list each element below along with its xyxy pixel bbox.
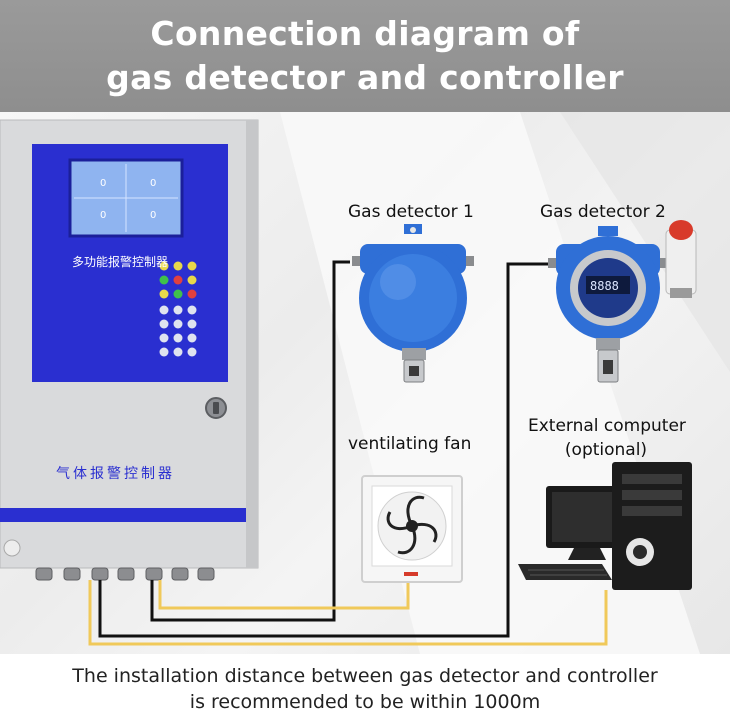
controller-panel-label: 气体报警控制器 xyxy=(56,466,175,482)
wire-to-fan xyxy=(158,580,410,610)
gas-detector-2: 8888 xyxy=(548,220,697,383)
external-computer xyxy=(518,462,692,590)
detector-1-label: Gas detector 1 xyxy=(348,202,474,222)
svg-text:0: 0 xyxy=(150,210,156,221)
fan-label: ventilating fan xyxy=(348,434,472,454)
title-line-2: gas detector and controller xyxy=(106,58,624,97)
svg-text:0: 0 xyxy=(100,210,106,221)
computer-label-line-2: (optional) xyxy=(564,440,648,460)
controller-screen-label: 多功能报警控制器 xyxy=(72,255,169,269)
wire-to-detector-1 xyxy=(150,260,350,622)
ventilating-fan xyxy=(361,475,463,583)
keyboard-icon xyxy=(518,564,612,580)
background-band xyxy=(560,112,730,372)
controller-blue-strip xyxy=(0,508,246,522)
diagram-area: 0 0 0 0 xyxy=(0,112,730,654)
cable-glands xyxy=(35,567,215,581)
computer-label-line-1: External computer xyxy=(528,416,686,436)
svg-text:0: 0 xyxy=(100,178,106,189)
alarm-beacon-icon xyxy=(665,220,697,298)
wire-to-computer xyxy=(88,580,608,646)
connection-diagram: 0 0 0 0 xyxy=(0,112,730,654)
alarm-controller: 0 0 0 0 xyxy=(0,119,259,581)
detector-2-label: Gas detector 2 xyxy=(540,202,666,222)
svg-text:8888: 8888 xyxy=(590,279,619,293)
title-banner: Connection diagram of gas detector and c… xyxy=(0,0,730,112)
controller-keypad xyxy=(159,261,197,357)
svg-text:0: 0 xyxy=(150,178,156,189)
detector-display xyxy=(586,276,630,294)
footer-note: The installation distance between gas de… xyxy=(0,654,730,724)
footer-line-2: is recommended to be within 1000m xyxy=(189,691,541,713)
wire-to-detector-2 xyxy=(98,262,548,638)
footer-line-1: The installation distance between gas de… xyxy=(72,665,658,687)
wiring xyxy=(88,260,608,646)
title-line-1: Connection diagram of xyxy=(150,14,580,53)
gas-detector-1 xyxy=(352,224,474,383)
